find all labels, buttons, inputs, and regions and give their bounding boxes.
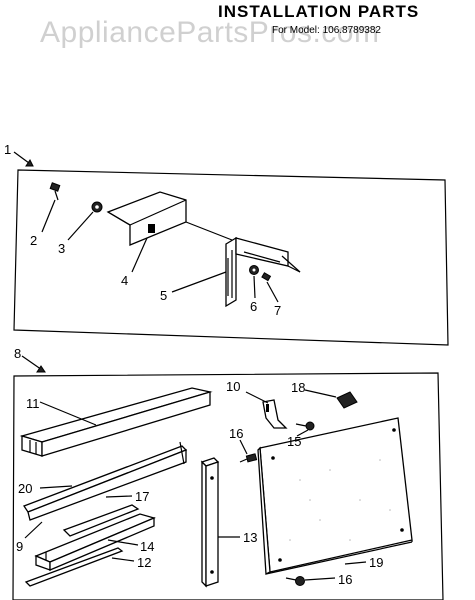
leader-20 bbox=[39, 485, 73, 489]
part-2-screw bbox=[49, 182, 61, 201]
part-4-cover bbox=[106, 191, 233, 246]
callout-3: 3 bbox=[58, 241, 65, 256]
leader-3 bbox=[67, 211, 94, 241]
callout-13: 13 bbox=[243, 530, 257, 545]
part-20-angle-strip bbox=[23, 441, 188, 521]
leader-10 bbox=[245, 391, 269, 404]
leader-5 bbox=[171, 271, 227, 293]
watermark: AppliancePartsPros.com bbox=[40, 16, 380, 49]
callout-20: 20 bbox=[18, 481, 32, 496]
kit-1-box bbox=[13, 169, 449, 346]
leader-2 bbox=[41, 199, 56, 233]
leader-6 bbox=[253, 275, 256, 299]
leader-18 bbox=[304, 389, 337, 398]
leader-16-upper bbox=[239, 439, 248, 455]
callout-2: 2 bbox=[30, 233, 37, 248]
kit-1-leader bbox=[13, 151, 34, 167]
leader-4 bbox=[131, 237, 148, 273]
part-10-clip bbox=[262, 399, 288, 429]
part-11-wood-strip bbox=[19, 387, 213, 457]
callout-14: 14 bbox=[140, 539, 154, 554]
callout-16-lower: 16 bbox=[338, 572, 352, 587]
kit-8-box bbox=[12, 372, 444, 600]
callout-8: 8 bbox=[14, 346, 21, 361]
callout-12: 12 bbox=[137, 555, 151, 570]
part-16-screw-upper bbox=[239, 453, 258, 463]
leader-14 bbox=[107, 539, 139, 546]
part-19-panel bbox=[257, 417, 413, 576]
leader-15 bbox=[296, 429, 309, 437]
leader-7 bbox=[266, 281, 279, 303]
callout-11: 11 bbox=[26, 396, 40, 411]
callout-15: 15 bbox=[287, 434, 301, 449]
part-3-nut bbox=[91, 201, 103, 213]
part-12-thin-strip bbox=[24, 547, 124, 587]
part-5-bracket bbox=[225, 236, 301, 308]
leader-19 bbox=[344, 561, 367, 565]
model-number: For Model: 106.8789382 bbox=[272, 25, 381, 36]
part-18-pad bbox=[336, 391, 358, 409]
callout-19: 19 bbox=[369, 555, 383, 570]
callout-16-upper: 16 bbox=[229, 426, 243, 441]
page-title: INSTALLATION PARTS bbox=[218, 2, 420, 21]
callout-9: 9 bbox=[16, 539, 23, 554]
callout-17: 17 bbox=[135, 489, 149, 504]
kit-8-leader bbox=[21, 355, 46, 373]
part-13-post bbox=[200, 457, 220, 588]
leader-17 bbox=[105, 495, 133, 498]
part-7-screw bbox=[261, 272, 272, 282]
part-14-channel bbox=[34, 513, 156, 571]
leader-12 bbox=[111, 557, 135, 562]
callout-4: 4 bbox=[121, 273, 128, 288]
part-17-strip bbox=[62, 504, 140, 537]
callout-1: 1 bbox=[4, 142, 11, 157]
callout-10: 10 bbox=[226, 379, 240, 394]
callout-18: 18 bbox=[291, 380, 305, 395]
leader-9 bbox=[24, 521, 43, 539]
part-6-washer bbox=[249, 265, 259, 275]
part-15-screw bbox=[295, 421, 315, 431]
leader-11 bbox=[39, 401, 97, 426]
callout-6: 6 bbox=[250, 299, 257, 314]
leader-16-lower bbox=[304, 577, 336, 581]
part-16-screw-lower bbox=[285, 576, 305, 586]
callout-5: 5 bbox=[160, 288, 167, 303]
callout-7: 7 bbox=[274, 303, 281, 318]
